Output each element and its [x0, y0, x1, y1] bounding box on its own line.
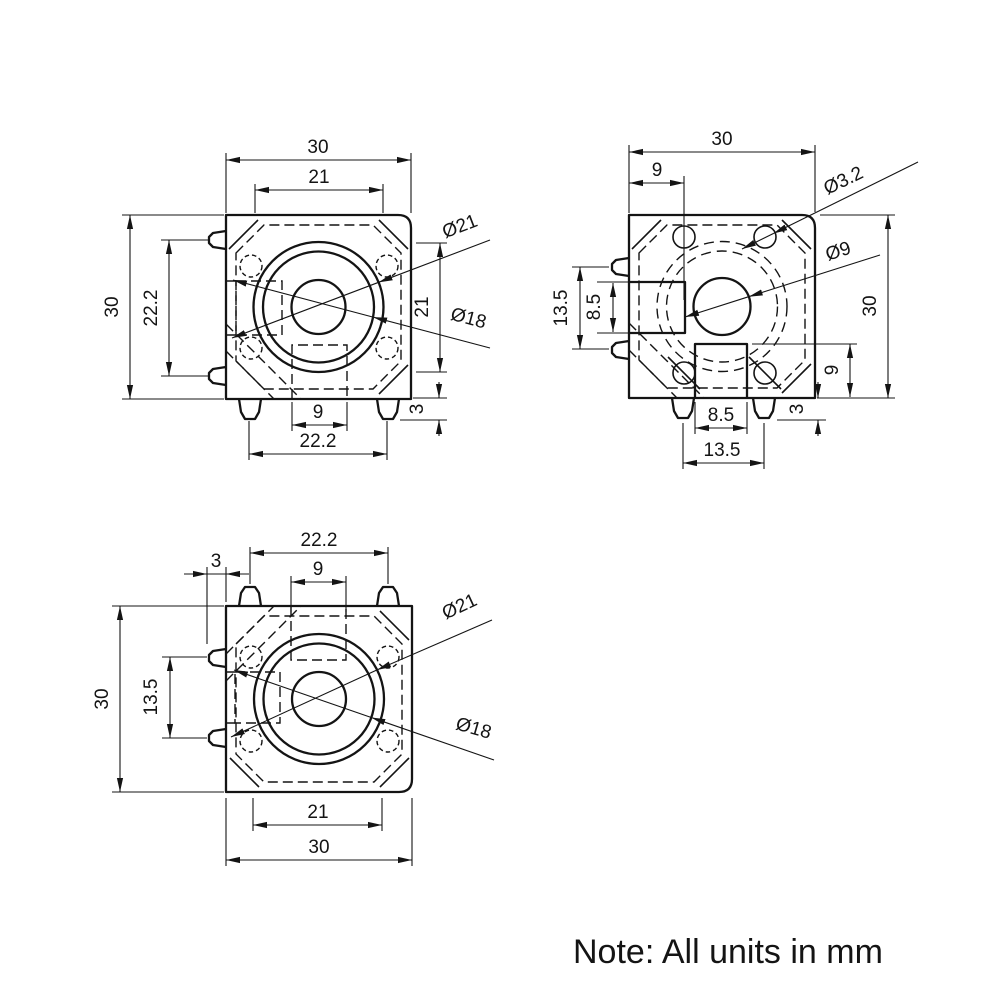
dim-front-overall-width: 30	[307, 137, 328, 158]
bottom-inner-boss-circle	[262, 642, 376, 756]
front-body-outline	[224, 213, 413, 401]
front-corner-facet	[228, 219, 409, 395]
dim-bottom-lug-span-top: 22.2	[301, 530, 338, 551]
dim-side-slot-height: 8.5	[584, 294, 605, 320]
front-bottom-lug-left	[237, 398, 263, 421]
side-left-lug-top	[610, 256, 630, 278]
side-hidden-outer-boss	[656, 240, 788, 373]
dim-side-lug-height: 3	[787, 404, 808, 415]
bottom-corner-facet	[229, 610, 410, 788]
front-view: 30 21 30 22.2 21 3 9 22.2 Ø21 Ø18	[102, 137, 491, 460]
bottom-left-lug-top	[207, 647, 227, 669]
dim-front-lug-height: 3	[407, 404, 428, 415]
bottom-corner-hole	[239, 645, 263, 669]
side-corner-hole	[753, 361, 777, 385]
side-view: 30 9 30 9 3 13.5 8.5 8.5 13.5 Ø3.2 Ø9	[551, 129, 919, 469]
bottom-hidden-octagon	[235, 615, 403, 783]
front-inner-boss-circle	[261, 250, 376, 364]
side-corner-hole	[753, 225, 777, 249]
bottom-view: 22.2 9 3 30 13.5 21 30 Ø21 Ø18	[92, 530, 495, 866]
front-bottom-lug-right	[375, 398, 401, 421]
dim-front-lug-span-left: 22.2	[141, 290, 162, 327]
front-bottom-slot	[291, 344, 348, 399]
dim-bottom-slot-width: 9	[313, 559, 324, 580]
bottom-side-slot	[234, 671, 281, 724]
label-front-inner-dia: Ø18	[448, 304, 488, 334]
front-left-lug-bottom	[207, 365, 227, 387]
bottom-corner-hole	[239, 729, 263, 753]
bottom-outer-boss-circle	[252, 632, 386, 766]
front-outer-boss-circle	[252, 240, 385, 374]
dim-side-lug-span-bottom: 13.5	[704, 440, 741, 461]
front-view-geometry	[207, 213, 413, 421]
dim-side-overall-width: 30	[711, 129, 732, 150]
side-left-notch	[629, 280, 687, 335]
bottom-view-dimensions	[112, 547, 495, 866]
front-corner-chamfer-band	[225, 323, 302, 400]
side-bottom-lug-right	[751, 397, 777, 420]
bottom-corner-hole	[376, 729, 400, 753]
side-view-dimensions	[572, 145, 919, 469]
dim-side-overall-height: 30	[860, 295, 881, 316]
side-corner-facet	[631, 219, 812, 394]
side-hidden-inner-boss	[665, 250, 779, 363]
side-body-outline	[627, 213, 817, 400]
dim-bottom-lug-offset: 3	[211, 551, 222, 572]
bottom-top-lug-right	[375, 585, 401, 607]
bottom-view-geometry	[207, 585, 414, 794]
front-left-lug-top	[207, 229, 227, 251]
dim-side-lug-span-left: 13.5	[551, 290, 572, 327]
dim-front-overall-height: 30	[102, 296, 123, 317]
front-view-dimensions	[122, 153, 491, 460]
units-note: Note: All units in mm	[573, 933, 883, 971]
front-corner-hole	[375, 254, 399, 278]
front-side-slot	[235, 280, 283, 336]
dim-front-bore-height: 21	[412, 296, 433, 317]
dim-front-bore-width: 21	[308, 167, 329, 188]
dim-side-slot-width: 8.5	[708, 405, 734, 426]
dim-bottom-bore-width: 21	[307, 802, 328, 823]
label-side-hole-dia: Ø3.2	[820, 163, 866, 200]
label-bottom-outer-dia: Ø21	[439, 590, 480, 624]
side-bottom-lug-left	[670, 397, 696, 420]
bottom-side-slot-edge	[226, 671, 235, 724]
dim-front-slot-width: 9	[313, 402, 324, 423]
front-corner-hole	[239, 336, 263, 360]
front-corner-hole	[375, 336, 399, 360]
dim-bottom-overall-width: 30	[308, 837, 329, 858]
side-bottom-notch	[693, 342, 749, 398]
bottom-top-slot	[290, 606, 347, 661]
dim-bottom-overall-height: 30	[92, 688, 113, 709]
bottom-left-lug-bottom	[207, 727, 227, 749]
side-hidden-octagon	[638, 224, 806, 389]
label-front-outer-dia: Ø21	[439, 211, 480, 243]
front-center-bore	[290, 278, 347, 336]
side-view-geometry	[610, 213, 817, 420]
front-hidden-octagon	[235, 224, 402, 390]
label-side-bore-dia: Ø9	[823, 238, 854, 266]
bottom-corner-chamfer-band	[225, 605, 302, 682]
bottom-body-outline	[224, 604, 414, 794]
side-corner-chamfer-band	[628, 322, 705, 399]
front-corner-hole	[239, 254, 263, 278]
label-bottom-inner-dia: Ø18	[453, 714, 493, 744]
side-center-bore	[692, 276, 752, 337]
dim-front-lug-span-bottom: 22.2	[300, 431, 337, 452]
dim-side-hole-offset: 9	[652, 160, 663, 181]
bottom-top-lug-left	[237, 585, 263, 607]
side-left-lug-bottom	[610, 339, 630, 361]
dim-side-slot-offset: 9	[822, 365, 843, 376]
front-side-slot-edge	[226, 280, 236, 336]
bottom-center-bore	[290, 670, 348, 728]
dim-bottom-lug-span-left: 13.5	[141, 679, 162, 716]
